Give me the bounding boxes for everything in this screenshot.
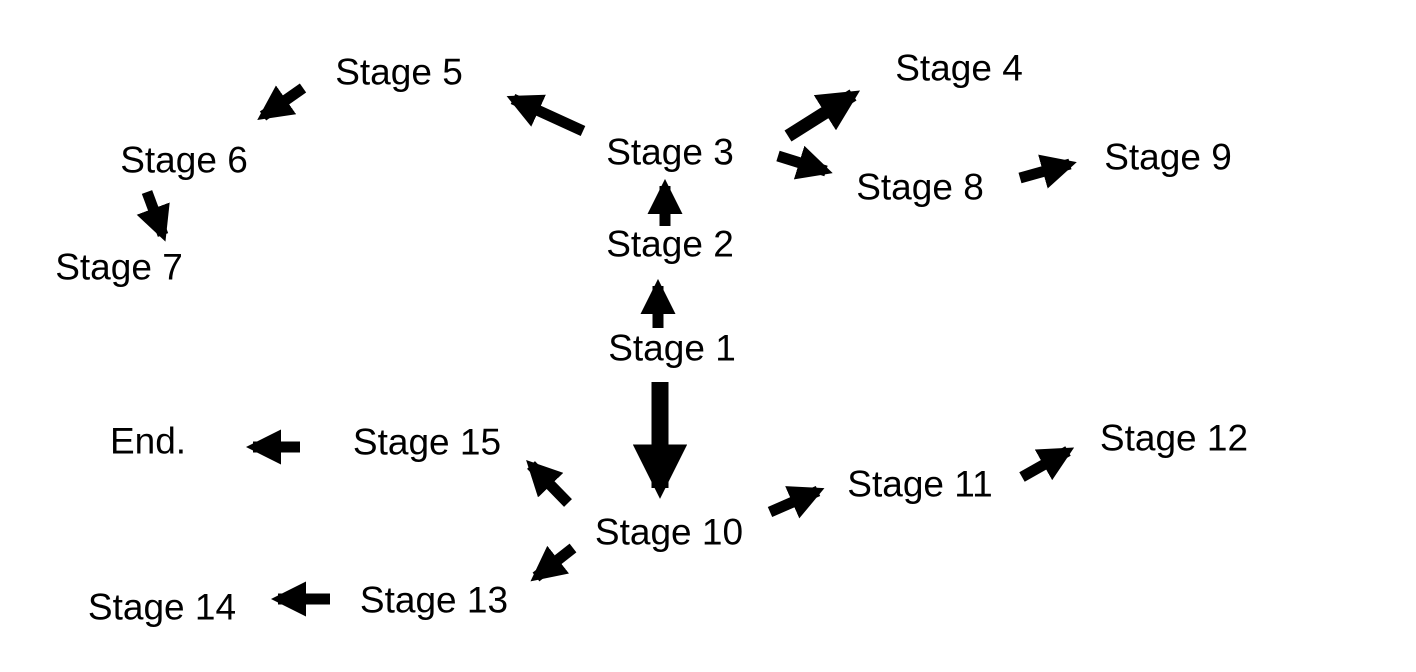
node-stage-1: Stage 1 (608, 327, 736, 369)
arrow-stage3-to-stage5 (506, 93, 586, 137)
node-stage-5: Stage 5 (335, 51, 463, 93)
node-stage-8: Stage 8 (856, 166, 984, 208)
arrow-stage10-to-stage15 (526, 459, 572, 507)
node-stage-2: Stage 2 (606, 223, 734, 265)
node-stage-9: Stage 9 (1104, 136, 1232, 178)
node-stage-13: Stage 13 (359, 579, 509, 621)
arrow-stage5-to-stage6 (257, 83, 307, 121)
node-end: End. (109, 420, 187, 462)
node-stage-3: Stage 3 (606, 131, 734, 173)
arrow-stage3-to-stage4 (784, 89, 861, 142)
arrow-stage3-to-stage8 (776, 145, 833, 180)
node-stage-15: Stage 15 (352, 421, 502, 463)
node-stage-4: Stage 4 (895, 47, 1023, 89)
arrow-stage6-to-stage7 (136, 190, 170, 242)
node-stage-11: Stage 11 (847, 463, 993, 505)
node-stage-6: Stage 6 (120, 139, 248, 181)
arrow-stage10-to-stage13 (530, 543, 577, 582)
arrow-stage10-to-stage11 (767, 485, 825, 519)
node-stage-14: Stage 14 (87, 586, 237, 628)
node-stage-12: Stage 12 (1099, 417, 1249, 459)
arrow-stage11-to-stage12 (1019, 446, 1075, 482)
node-stage-7: Stage 7 (55, 246, 183, 288)
arrow-stage8-to-stage9 (1018, 154, 1077, 189)
node-stage-10: Stage 10 (594, 511, 744, 553)
